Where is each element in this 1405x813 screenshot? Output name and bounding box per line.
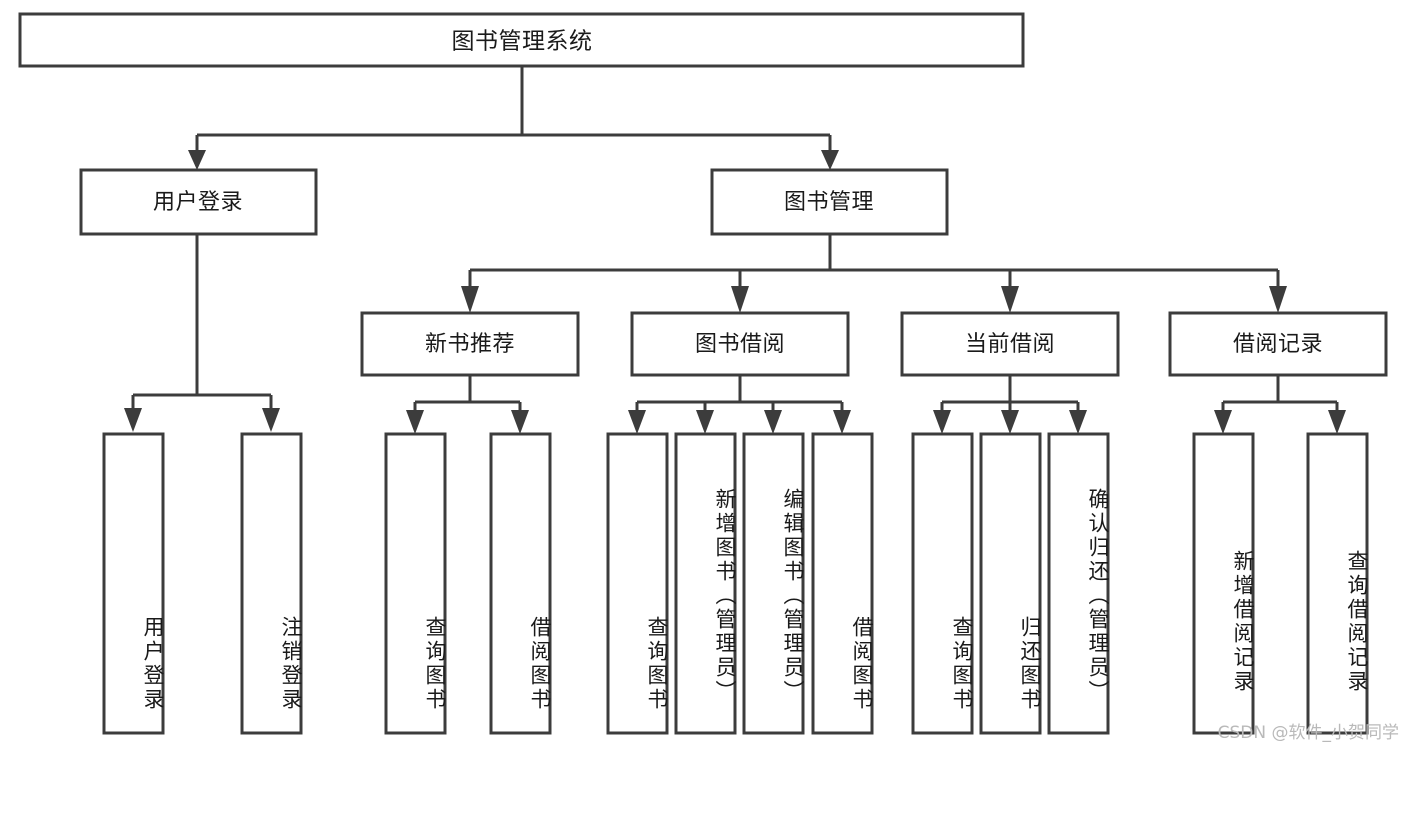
node-root-label: 图书管理系统 [452, 29, 593, 55]
arrow-newbook-leaf-2 [511, 410, 529, 434]
leaf-box-book-borrow-1[interactable] [606, 432, 669, 735]
leaf-label-book-borrow-4: 借阅图书 [850, 615, 874, 712]
node-new-book-recommend-box[interactable] [360, 311, 580, 377]
arrow-current-borrow [1001, 286, 1019, 313]
arrow-user-login [188, 150, 206, 170]
leaf-box-current-borrow-3[interactable] [1047, 432, 1110, 735]
leaf-label-borrow-record-2: 查询借阅记录 [1345, 549, 1369, 694]
arrow-newbook-leaf-1 [406, 410, 424, 434]
csdn-watermark: CSDN @软件_小贺同学 [1217, 723, 1399, 743]
book-management-system-diagram: 图书管理系统 用户登录 图书管理 新书推荐 图书借阅 当前借阅 借阅记录 用户登… [18, 12, 1399, 743]
arrow-currentborrow-leaf-3 [1069, 410, 1087, 434]
leaf-box-book-borrow-3[interactable] [742, 432, 805, 735]
leaf-box-new-book-2[interactable] [489, 432, 552, 735]
leaf-box-borrow-record-1[interactable] [1192, 432, 1255, 735]
arrow-leaf-user-login [124, 408, 142, 432]
arrow-book-manage [821, 150, 839, 170]
leaf-label-book-borrow-2: 新增图书（管理员） [713, 487, 737, 704]
arrow-bookborrow-leaf-2 [696, 410, 714, 434]
leaf-label-book-borrow-1: 查询图书 [645, 615, 669, 712]
arrow-borrowrecord-leaf-2 [1328, 410, 1346, 434]
leaf-label-new-book-1: 查询图书 [423, 615, 447, 712]
leaf-box-book-borrow-4[interactable] [811, 432, 874, 735]
leaf-label-new-book-2: 借阅图书 [528, 615, 552, 712]
node-book-borrow-label: 图书借阅 [695, 332, 785, 357]
node-user-login-box[interactable] [79, 168, 318, 236]
node-current-borrow-box[interactable] [900, 311, 1120, 377]
connectors-layer [124, 66, 1346, 434]
arrow-book-borrow [731, 286, 749, 313]
horizontal-labels-layer: 图书管理系统 用户登录 图书管理 新书推荐 图书借阅 当前借阅 借阅记录 [153, 29, 1323, 358]
leaf-label-current-borrow-3: 确认归还（管理员） [1086, 487, 1110, 704]
leaf-label-user-login-1: 用户登录 [141, 615, 165, 712]
node-borrow-record-box[interactable] [1168, 311, 1388, 377]
node-user-login-label: 用户登录 [153, 190, 243, 215]
leaf-label-current-borrow-2: 归还图书 [1018, 615, 1042, 712]
leaf-label-book-borrow-3: 编辑图书（管理员） [781, 487, 805, 704]
leaf-box-book-borrow-2[interactable] [674, 432, 737, 735]
node-current-borrow-label: 当前借阅 [965, 332, 1055, 357]
arrow-currentborrow-leaf-1 [933, 410, 951, 434]
node-root-box[interactable] [18, 12, 1025, 68]
node-new-book-recommend-label: 新书推荐 [425, 332, 515, 357]
leaf-label-user-login-2: 注销登录 [279, 615, 303, 712]
arrow-borrowrecord-leaf-1 [1214, 410, 1232, 434]
node-book-borrow-box[interactable] [630, 311, 850, 377]
leaf-box-user-login-2[interactable] [240, 432, 303, 735]
arrow-new-book-recommend [461, 286, 479, 313]
leaf-box-new-book-1[interactable] [384, 432, 447, 735]
arrow-bookborrow-leaf-4 [833, 410, 851, 434]
leaf-box-user-login-1[interactable] [102, 432, 165, 735]
arrow-leaf-logout [262, 408, 280, 432]
leaf-label-current-borrow-1: 查询图书 [950, 615, 974, 712]
arrow-bookborrow-leaf-3 [764, 410, 782, 434]
arrow-borrow-record [1269, 286, 1287, 313]
node-book-manage-label: 图书管理 [784, 190, 874, 215]
diagram-canvas: 图书管理系统 用户登录 图书管理 新书推荐 图书借阅 当前借阅 借阅记录 [18, 12, 1388, 735]
leaf-box-current-borrow-1[interactable] [911, 432, 974, 735]
nodes-layer [18, 12, 1388, 735]
leaf-box-borrow-record-2[interactable] [1306, 432, 1369, 735]
arrow-bookborrow-leaf-1 [628, 410, 646, 434]
leaf-label-borrow-record-1: 新增借阅记录 [1231, 549, 1255, 694]
node-borrow-record-label: 借阅记录 [1233, 332, 1323, 357]
leaf-box-current-borrow-2[interactable] [979, 432, 1042, 735]
arrow-currentborrow-leaf-2 [1001, 410, 1019, 434]
node-book-manage-box[interactable] [710, 168, 949, 236]
